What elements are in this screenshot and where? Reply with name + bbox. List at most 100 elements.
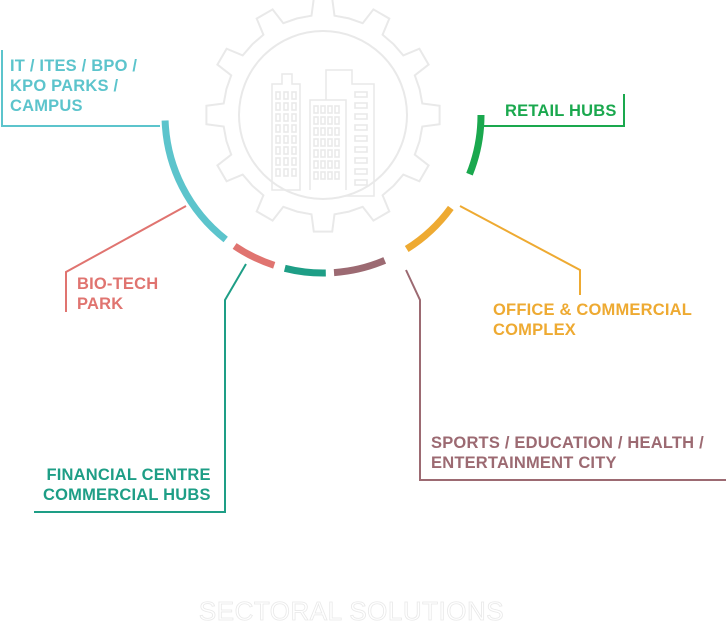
window bbox=[291, 102, 297, 111]
arc-sports bbox=[333, 257, 387, 277]
window bbox=[291, 124, 297, 133]
label-line: KPO PARKS / bbox=[10, 77, 119, 95]
window bbox=[283, 135, 289, 144]
connector-sports bbox=[405, 269, 726, 481]
label-line: FINANCIAL CENTRE bbox=[46, 466, 211, 484]
window bbox=[291, 168, 297, 177]
window bbox=[320, 149, 326, 158]
building-left bbox=[271, 73, 301, 191]
window bbox=[275, 168, 281, 177]
window bbox=[334, 149, 340, 158]
window bbox=[313, 116, 319, 125]
windows-middle bbox=[313, 105, 340, 180]
window bbox=[320, 160, 326, 169]
windows-left bbox=[275, 91, 297, 177]
label-line: RETAIL HUBS bbox=[505, 102, 617, 120]
arc-it bbox=[161, 120, 228, 243]
arc-office bbox=[404, 205, 454, 252]
window bbox=[313, 127, 319, 136]
window bbox=[283, 157, 289, 166]
window bbox=[313, 105, 319, 114]
window bbox=[291, 113, 297, 122]
window bbox=[320, 171, 326, 180]
label-sports-education: SPORTS / EDUCATION / HEALTH / ENTERTAINM… bbox=[431, 433, 704, 473]
arc-bio bbox=[232, 243, 276, 269]
window bbox=[313, 160, 319, 169]
label-bio-tech: BIO-TECH PARK bbox=[77, 274, 158, 314]
window bbox=[275, 113, 281, 122]
connector-retail bbox=[484, 94, 625, 127]
window bbox=[334, 105, 340, 114]
label-line: PARK bbox=[77, 295, 124, 313]
building-right bbox=[325, 69, 375, 197]
gear-outline bbox=[205, 0, 441, 233]
window bbox=[291, 91, 297, 100]
window bbox=[320, 138, 326, 147]
label-line: CAMPUS bbox=[10, 97, 83, 115]
window bbox=[334, 116, 340, 125]
window bbox=[283, 146, 289, 155]
gear-icon bbox=[205, 0, 441, 233]
label-retail-hubs: RETAIL HUBS bbox=[505, 101, 617, 121]
arc-retail bbox=[466, 114, 485, 176]
label-line: SPORTS / EDUCATION / HEALTH / bbox=[431, 434, 704, 452]
window bbox=[313, 149, 319, 158]
window bbox=[354, 168, 368, 175]
gear-inner-circle bbox=[238, 30, 408, 200]
window bbox=[354, 146, 368, 153]
connector-bio bbox=[65, 205, 187, 312]
windows-right bbox=[354, 91, 368, 186]
window bbox=[313, 171, 319, 180]
window bbox=[275, 146, 281, 155]
window bbox=[334, 160, 340, 169]
window bbox=[354, 124, 368, 131]
window bbox=[354, 113, 368, 120]
window bbox=[283, 91, 289, 100]
footer-title: SECTORAL SOLUTIONS bbox=[198, 596, 505, 627]
label-line: IT / ITES / BPO / bbox=[10, 57, 138, 75]
window bbox=[275, 91, 281, 100]
window bbox=[327, 105, 333, 114]
window bbox=[291, 157, 297, 166]
label-office-commercial: OFFICE & COMMERCIAL COMPLEX bbox=[493, 300, 692, 340]
window bbox=[320, 127, 326, 136]
label-line: COMMERCIAL HUBS bbox=[43, 486, 211, 504]
window bbox=[334, 171, 340, 180]
connector-office bbox=[459, 205, 581, 295]
window bbox=[320, 105, 326, 114]
window bbox=[291, 146, 297, 155]
building-middle bbox=[309, 99, 347, 190]
window bbox=[327, 171, 333, 180]
window bbox=[313, 138, 319, 147]
buildings-icon bbox=[271, 69, 375, 197]
window bbox=[275, 124, 281, 133]
window bbox=[275, 102, 281, 111]
window bbox=[334, 138, 340, 147]
label-line: BIO-TECH bbox=[77, 275, 159, 293]
connector-it bbox=[1, 50, 160, 127]
window bbox=[327, 149, 333, 158]
label-line: COMPLEX bbox=[493, 321, 576, 339]
window bbox=[283, 124, 289, 133]
label-line: OFFICE & COMMERCIAL bbox=[493, 301, 693, 319]
window bbox=[320, 116, 326, 125]
window bbox=[283, 113, 289, 122]
window bbox=[327, 160, 333, 169]
window bbox=[291, 135, 297, 144]
label-line: ENTERTAINMENT CITY bbox=[431, 454, 617, 472]
label-financial-centre: FINANCIAL CENTRE COMMERCIAL HUBS bbox=[43, 465, 211, 505]
window bbox=[327, 127, 333, 136]
window bbox=[275, 157, 281, 166]
window bbox=[354, 91, 368, 98]
window bbox=[354, 135, 368, 142]
window bbox=[275, 135, 281, 144]
window bbox=[283, 102, 289, 111]
connector-fin bbox=[34, 263, 247, 513]
window bbox=[354, 102, 368, 109]
label-it-ites-bpo: IT / ITES / BPO / KPO PARKS / CAMPUS bbox=[10, 56, 137, 116]
window bbox=[327, 138, 333, 147]
window bbox=[283, 168, 289, 177]
arc-fin bbox=[283, 264, 326, 277]
window bbox=[327, 116, 333, 125]
